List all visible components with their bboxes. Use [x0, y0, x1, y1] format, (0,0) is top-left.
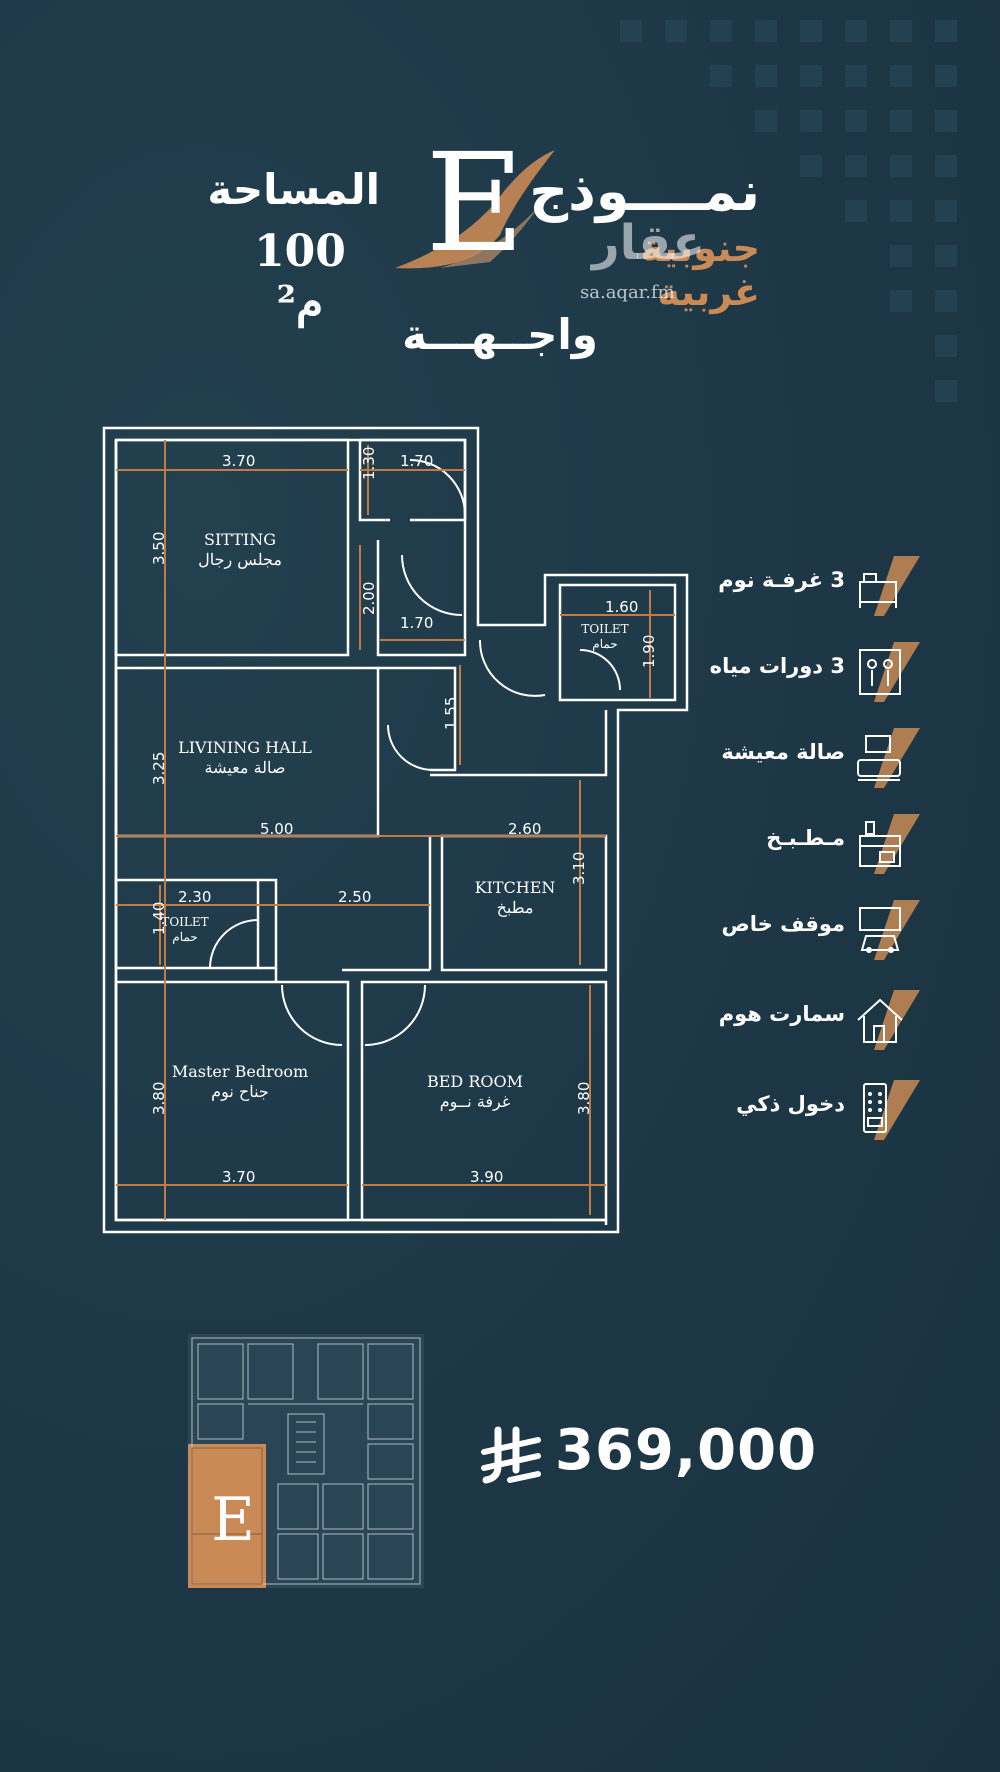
dim-label: 2.30	[178, 888, 212, 906]
watermark-brand: عقار	[592, 215, 705, 271]
feature-label: مـطـبـخ	[766, 826, 845, 850]
facade-label: واجــهـــة	[402, 310, 598, 359]
model-letter: E	[425, 125, 525, 283]
living-room-icon	[857, 728, 920, 788]
kitchen-icon	[859, 814, 920, 874]
feature-item: 3 دورات مياه	[680, 642, 920, 702]
dimension-lines	[116, 440, 675, 1220]
toilet-top-wall	[558, 583, 677, 702]
outer-wall	[102, 426, 689, 1234]
dim-label: 3.70	[222, 452, 256, 470]
bedroom-wall	[360, 980, 608, 1222]
dim-label: 1.30	[360, 446, 378, 480]
feature-item: سمارت هوم	[680, 990, 920, 1050]
price: 369,000	[480, 1418, 840, 1498]
watermark-url: sa.aqar.fm	[580, 282, 675, 303]
feature-label: 3 غرفـة نوم	[718, 568, 845, 592]
wc-icon	[859, 642, 920, 702]
brand-swoosh	[395, 150, 555, 269]
feature-item: دخول ذكي	[680, 1080, 920, 1140]
riyal-icon	[481, 1426, 541, 1484]
dim-label: 2.00	[360, 581, 378, 615]
dim-label: 3.80	[575, 1081, 593, 1115]
dim-label: 2.50	[338, 888, 372, 906]
dim-label: 1.90	[640, 634, 658, 668]
dim-label: 3.70	[222, 1168, 256, 1186]
feature-item: موقف خاص	[680, 900, 920, 960]
model-title: نمــــوذج	[529, 160, 760, 223]
feature-item: مـطـبـخ	[680, 814, 920, 874]
feature-item: صالة معيشة	[680, 728, 920, 788]
dim-label: 1.60	[605, 598, 639, 616]
feature-label: 3 دورات مياه	[709, 654, 845, 678]
dim-label: 1.70	[400, 452, 434, 470]
master-bedroom-wall	[114, 980, 350, 1222]
direction-label: جنوبية غربية	[640, 226, 760, 314]
feature-label: صالة معيشة	[721, 740, 845, 764]
feature-item: 3 غرفـة نوم	[680, 556, 920, 616]
area-value: 100 م²	[254, 226, 346, 328]
price-value: 369,000	[555, 1418, 818, 1483]
sitting-room-wall	[114, 438, 350, 657]
parking-icon	[859, 900, 920, 960]
smart-home-icon	[857, 990, 920, 1050]
area-label: المساحة	[207, 165, 380, 214]
dim-label: 3.10	[570, 851, 588, 885]
dim-label: 3.90	[470, 1168, 504, 1186]
dim-label: 5.00	[260, 820, 294, 838]
toilet-left-wall	[114, 878, 260, 970]
feature-label: سمارت هوم	[718, 1002, 845, 1026]
dim-label: 1.70	[400, 614, 434, 632]
feature-label: موقف خاص	[721, 912, 845, 936]
bedroom-icon	[859, 556, 920, 616]
dim-label: 1.55	[442, 696, 460, 730]
key-plan	[188, 1334, 424, 1588]
feature-label: دخول ذكي	[736, 1092, 845, 1116]
smart-lock-icon	[863, 1080, 920, 1140]
dim-label: 2.60	[508, 820, 542, 838]
key-plan-highlight-label: E	[211, 1485, 255, 1555]
